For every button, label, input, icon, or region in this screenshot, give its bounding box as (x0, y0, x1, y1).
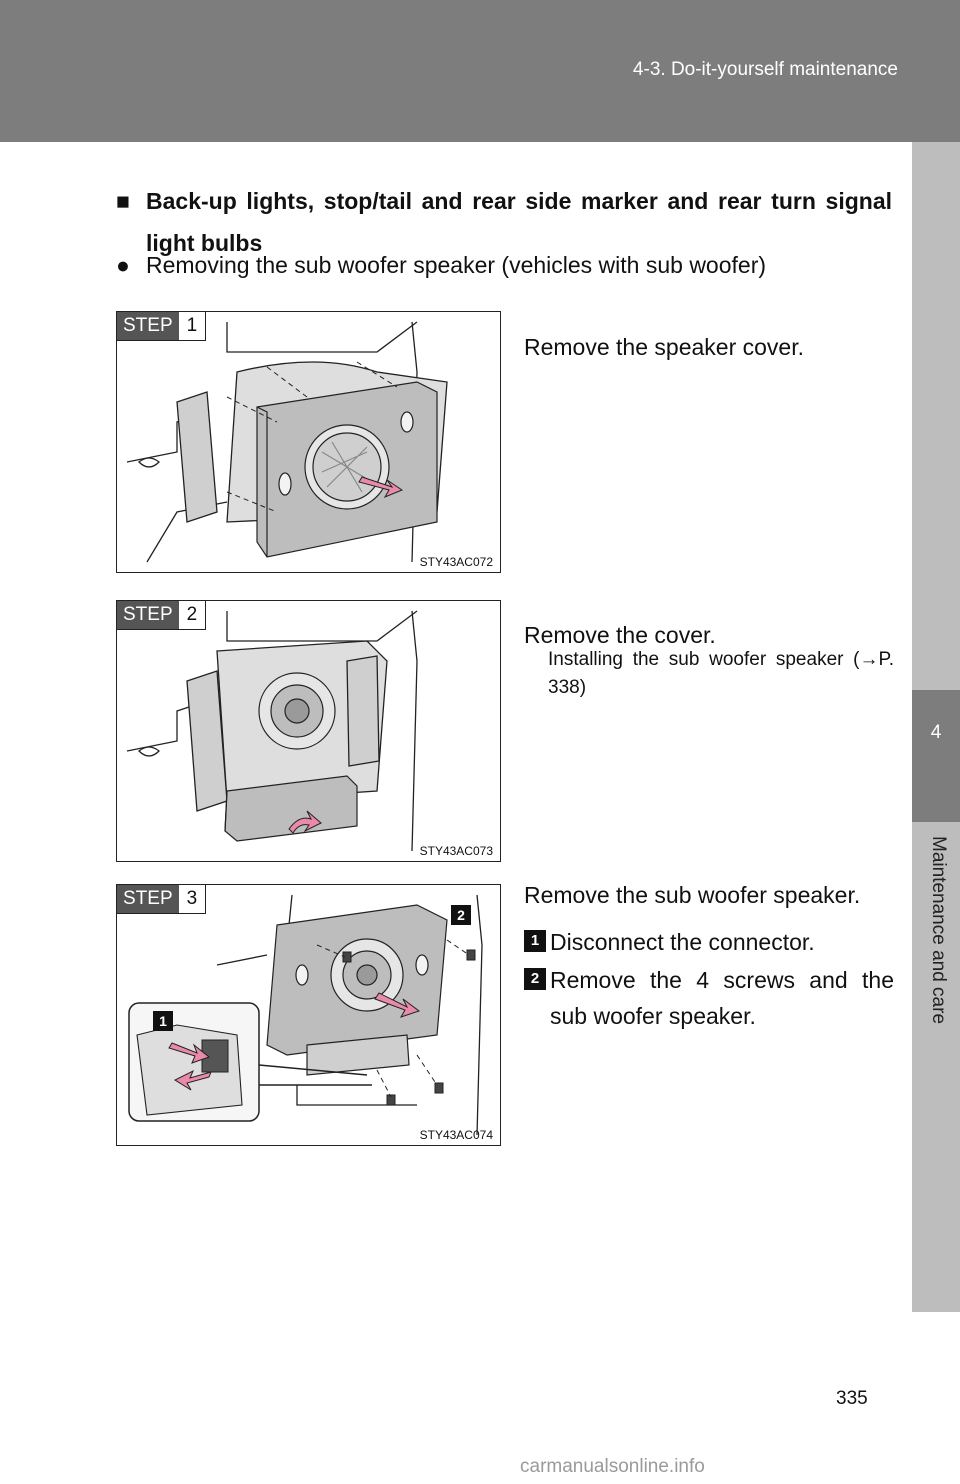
section-heading: ■ Back-up lights, stop/tail and rear sid… (116, 180, 892, 264)
square-bullet-icon: ■ (116, 188, 130, 214)
page-number: 335 (836, 1388, 868, 1409)
page-header: 4-3. Do-it-yourself maintenance (0, 0, 960, 142)
substep-number-icon: 1 (524, 930, 546, 952)
side-tab-label: Maintenance and care (928, 836, 949, 1025)
figure-code: STY43AC074 (419, 1128, 493, 1142)
step-label: STEP (117, 312, 179, 340)
substep-1: 1 Disconnect the connector. (524, 924, 894, 960)
watermark-link[interactable]: carmanualsonline.info (520, 1456, 705, 1477)
speaker-cover-illustration (126, 321, 448, 563)
callout-2-badge: 2 (451, 905, 471, 925)
figure-code: STY43AC072 (419, 555, 493, 569)
step-2-figure: STEP 2 STY43AC073 (116, 600, 501, 862)
step-1-badge: STEP 1 (117, 312, 207, 341)
substep-text: Remove the 4 screws and the sub woofer s… (550, 967, 894, 1029)
step-3-instruction: Remove the sub woofer speaker. (524, 882, 861, 908)
figure-code: STY43AC073 (419, 844, 493, 858)
cover-removal-illustration (126, 610, 418, 852)
step-2-badge: STEP 2 (117, 601, 207, 630)
substep-number-icon: 2 (524, 968, 546, 990)
step-3-figure: STEP 3 2 1 STY43AC074 (116, 884, 501, 1146)
subheading: ● Removing the sub woofer speaker (vehic… (116, 252, 892, 279)
step-number: 2 (178, 601, 206, 629)
side-tab-number: 4 (912, 690, 960, 822)
step-1-figure: STEP 1 STY43AC072 (116, 311, 501, 573)
callout-1-badge: 1 (153, 1011, 173, 1031)
step-label: STEP (117, 885, 179, 913)
step-1-instruction: Remove the speaker cover. (524, 334, 804, 360)
step-label: STEP (117, 601, 179, 629)
step-3-badge: STEP 3 (117, 885, 207, 914)
step-number: 1 (178, 312, 206, 340)
step-2-instruction: Remove the cover. (524, 622, 716, 648)
section-heading-text: Back-up lights, stop/tail and rear side … (146, 188, 892, 256)
circle-bullet-icon: ● (116, 252, 130, 278)
subheading-text: Removing the sub woofer speaker (vehicle… (146, 252, 767, 278)
chapter-title: 4-3. Do-it-yourself maintenance (632, 59, 898, 80)
sub-woofer-removal-illustration (128, 894, 483, 1136)
substep-text: Disconnect the connector. (550, 929, 815, 955)
step-2-note: Installing the sub woofer speaker (→P. 3… (548, 649, 894, 698)
step-number: 3 (178, 885, 206, 913)
substep-2: 2 Remove the 4 screws and the sub woofer… (524, 962, 894, 1034)
